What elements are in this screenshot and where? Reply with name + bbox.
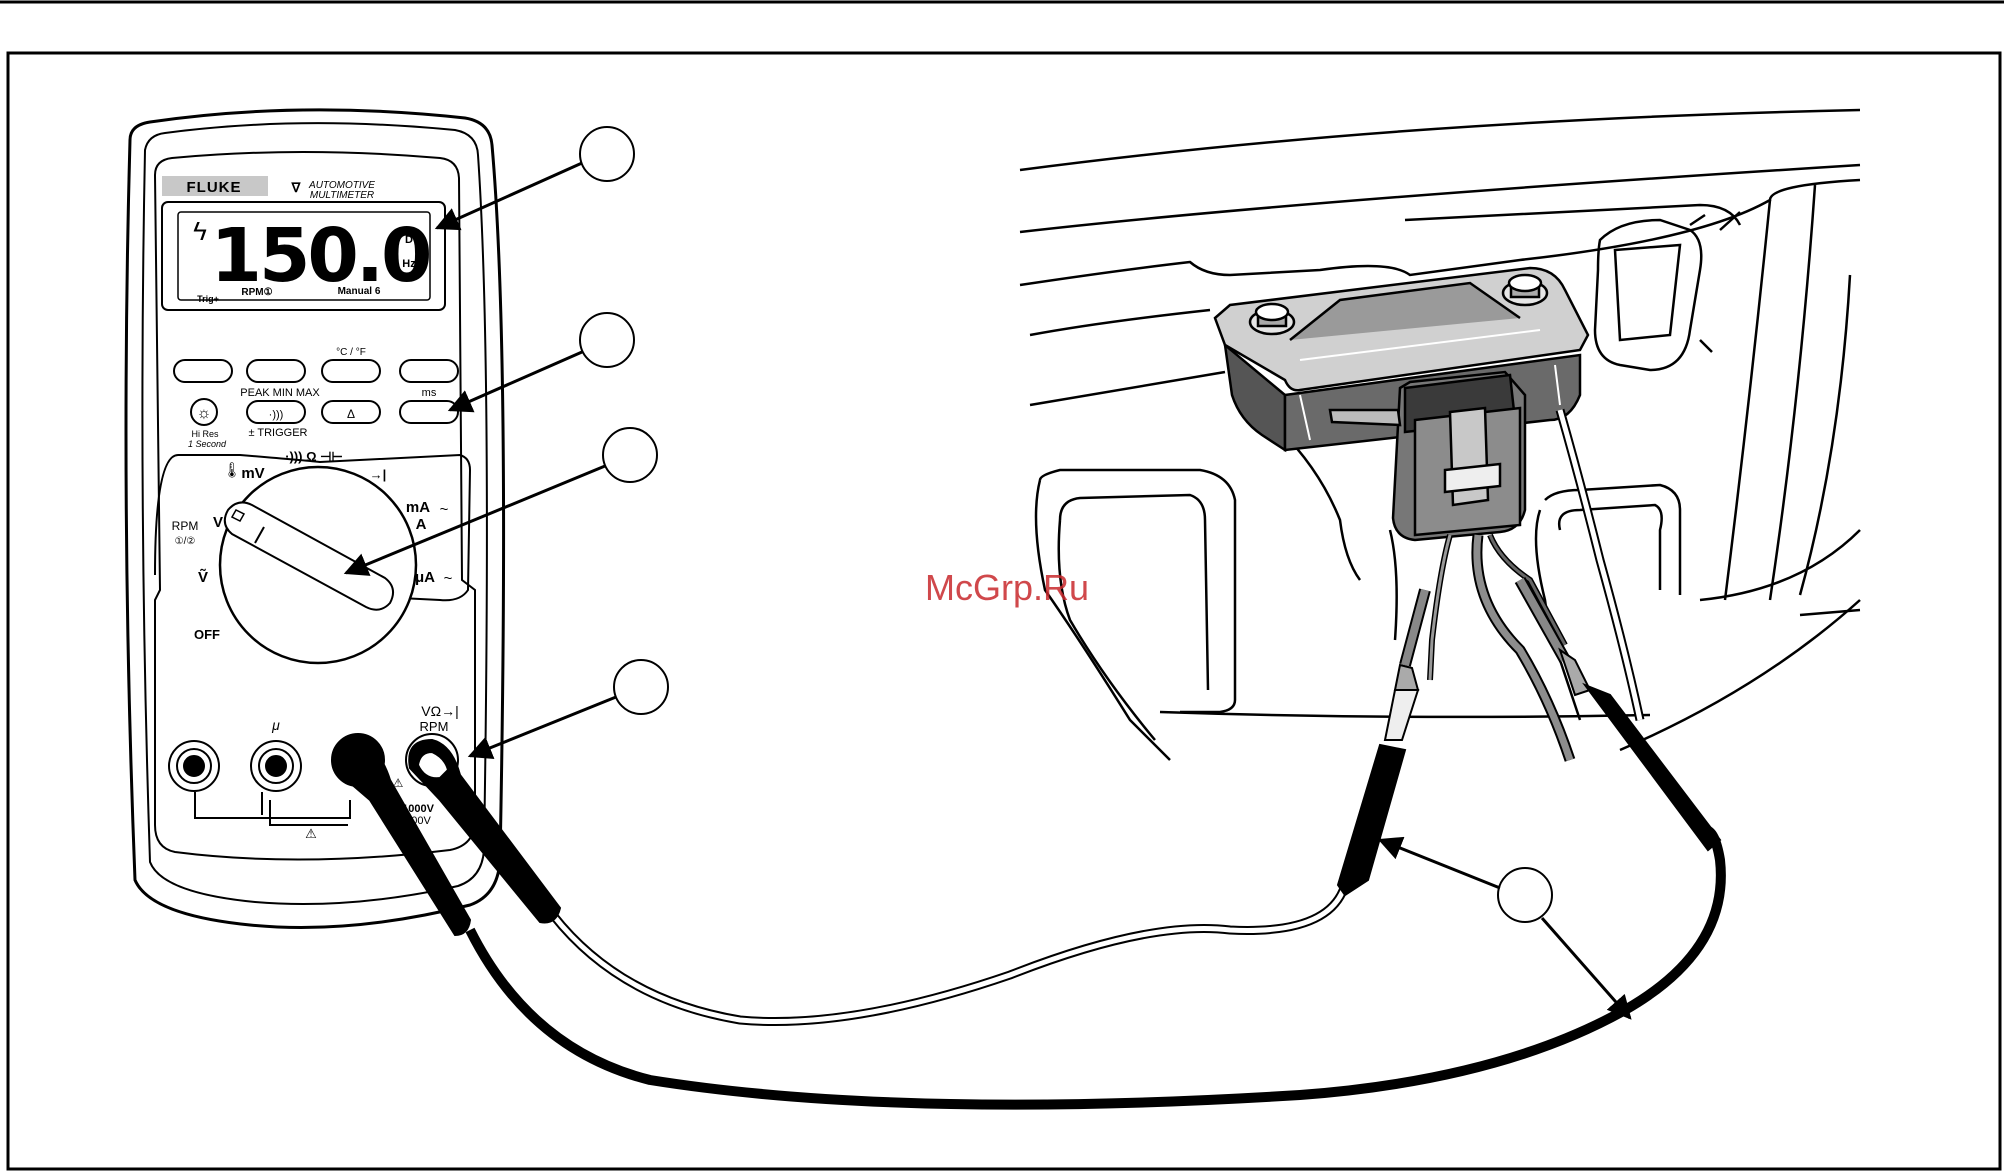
lcd-unit-hz: Hz	[402, 258, 416, 270]
yellow-button[interactable]	[174, 360, 232, 382]
dial-diode: →|	[370, 467, 387, 482]
temp-label: °C / °F	[336, 347, 366, 358]
ms-button[interactable]	[400, 401, 458, 423]
callout-5	[1498, 868, 1552, 922]
lcd-rpm: RPM①	[241, 287, 272, 298]
lcd-unit-dc: DC	[405, 234, 421, 246]
dial-a: A	[416, 516, 427, 533]
dial-v-dc: V	[213, 514, 223, 531]
arrow-5b	[1542, 918, 1630, 1018]
callout-4	[614, 660, 668, 714]
peak-min-max-label: PEAK MIN MAX	[240, 387, 320, 399]
lightning-icon: ϟ	[193, 216, 207, 246]
ms-label: ms	[422, 387, 437, 399]
lcd-mode: Manual 6	[338, 286, 381, 297]
beeper-icon: ·)))	[269, 409, 284, 421]
watermark: McGrp.Ru	[925, 567, 1089, 608]
trigger-label: ± TRIGGER	[248, 427, 307, 439]
ms-button-top[interactable]	[400, 360, 458, 382]
dial-ua: μA	[415, 569, 435, 586]
temp-button[interactable]	[322, 360, 380, 382]
dial-rpm: RPM	[172, 519, 199, 533]
jack-rpm-label: RPM	[420, 719, 449, 734]
dial-ua-ac: ~	[444, 570, 453, 587]
callout-2	[580, 313, 634, 367]
dial-ohm-row: ·))) Ω ⊣⊢	[285, 449, 343, 464]
sensor	[1215, 268, 1588, 540]
delta-icon: Δ	[347, 407, 355, 421]
thermometer-icon: 🌡	[222, 462, 241, 479]
dial-ma-ac: ~	[440, 501, 449, 518]
model-triangle-icon: ∇	[291, 180, 302, 195]
dial-rpm-sub: ①/②	[175, 536, 196, 547]
jack-mu-label: μ	[271, 717, 280, 733]
hires-label-1: Hi Res	[191, 429, 219, 439]
dial-v-ac: Ṽ	[198, 568, 208, 586]
backlight-icon: ☼	[197, 405, 212, 422]
range-button[interactable]	[247, 360, 305, 382]
dial-ma: mA	[406, 499, 430, 516]
arrow-5a	[1380, 840, 1500, 888]
warning-icon: ⚠	[305, 826, 317, 841]
brand-logo: FLUKE	[187, 179, 242, 196]
white-probe-handle	[1338, 745, 1405, 895]
callout-3	[603, 428, 657, 482]
dial-off: OFF	[194, 627, 220, 642]
lcd-trig: Trig+	[197, 294, 219, 304]
model-line2: MULTIMETER	[310, 190, 374, 201]
jack-vohm-label: VΩ→|	[421, 703, 458, 719]
callout-1	[580, 127, 634, 181]
dial-mv: mV	[241, 465, 264, 482]
hires-label-2: 1 Second	[188, 439, 227, 449]
black-probe-handle	[1585, 685, 1720, 850]
